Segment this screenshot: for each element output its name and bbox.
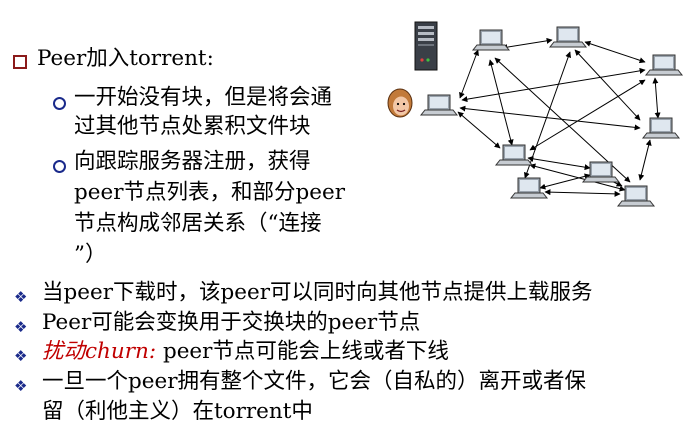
bullet-leave-line2: 留（利他主义）在torrent中 (42, 399, 313, 424)
sub1-line2: 过其他节点处累积文件块 (74, 114, 311, 139)
diamond-bullet-icon: ❖ (14, 288, 28, 306)
sub2-line1: 向跟踪服务器注册，获得 (74, 149, 311, 174)
sub2-line4: ”） (74, 242, 107, 267)
sub2-line3: 节点构成邻居关系（“连接 (74, 211, 322, 236)
bullet-upload: 当peer下载时，该peer可以同时向其他节点提供上载服务 (42, 280, 593, 305)
user-face-icon (387, 88, 413, 118)
sub1-line1: 一开始没有块，但是将会通 (74, 85, 333, 110)
bullet-change-peers: Peer可能会变换用于交换块的peer节点 (42, 310, 421, 335)
sub2-line2: peer节点列表，和部分peer (74, 180, 345, 205)
connection-lines (457, 37, 661, 197)
square-bullet-icon (13, 55, 27, 69)
diamond-bullet-icon: ❖ (14, 318, 28, 336)
churn-term: 扰动churn: (42, 339, 157, 364)
churn-desc: peer节点可能会上线或者下线 (156, 339, 449, 364)
diamond-bullet-icon: ❖ (14, 347, 28, 365)
heading-peer-join: Peer加入torrent: (37, 46, 214, 71)
server-tower-icon (414, 21, 438, 71)
circle-bullet-icon (53, 160, 66, 173)
bullet-leave-line1: 一旦一个peer拥有整个文件，它会（自私的）离开或者保 (42, 369, 586, 394)
circle-bullet-icon (53, 97, 66, 110)
bullet-churn: 扰动churn: peer节点可能会上线或者下线 (42, 339, 449, 365)
peer-laptops (420, 26, 683, 207)
diamond-bullet-icon: ❖ (14, 377, 28, 395)
